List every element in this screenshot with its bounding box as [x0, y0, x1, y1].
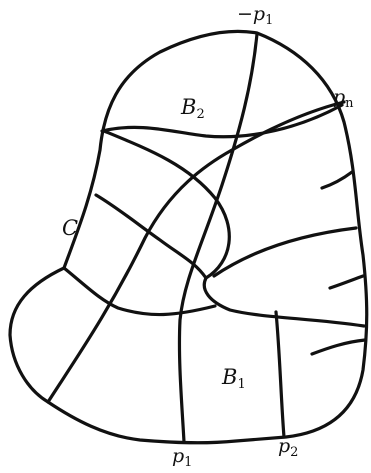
label-pn: pn [333, 86, 354, 111]
right-tick-1 [320, 170, 354, 190]
label-b1: B1 [222, 365, 246, 392]
label-b2-sub: 2 [196, 107, 205, 122]
label-p2-sub: 2 [290, 445, 299, 460]
label-b1-var: B [222, 365, 238, 389]
label-p2: p2 [278, 435, 299, 460]
curve-upper-horizontal [100, 103, 344, 139]
curve-lower-horizontal [62, 266, 217, 317]
curve-lower-left-diagonal [46, 100, 346, 404]
label-p1-var: p [172, 445, 185, 467]
curve-left-middle [94, 193, 208, 280]
label-minus-p1: −p1 [237, 3, 274, 28]
label-p1-sub: 1 [184, 455, 193, 470]
label-p2-var: p [278, 435, 291, 457]
label-b1-sub: 1 [237, 377, 246, 392]
label-c-var: C [62, 216, 79, 240]
label-b2-var: B [181, 95, 197, 119]
label-minus-p1-sub: 1 [265, 13, 274, 28]
right-tick-3 [310, 338, 367, 356]
label-pn-sub: n [345, 96, 354, 111]
label-pn-var: p [333, 86, 346, 108]
curve-right-middle [212, 226, 358, 278]
label-p1: p1 [172, 445, 193, 470]
label-b2: B2 [181, 95, 205, 122]
curve-left-to-lower-right [102, 129, 366, 328]
label-c: C [62, 218, 78, 239]
label-minus-p1-sign: − [237, 3, 253, 25]
right-tick-2 [328, 274, 365, 290]
label-minus-p1-var: p [252, 3, 266, 25]
curve-vertical-left [177, 32, 259, 444]
curve-vertical-right [274, 310, 286, 439]
